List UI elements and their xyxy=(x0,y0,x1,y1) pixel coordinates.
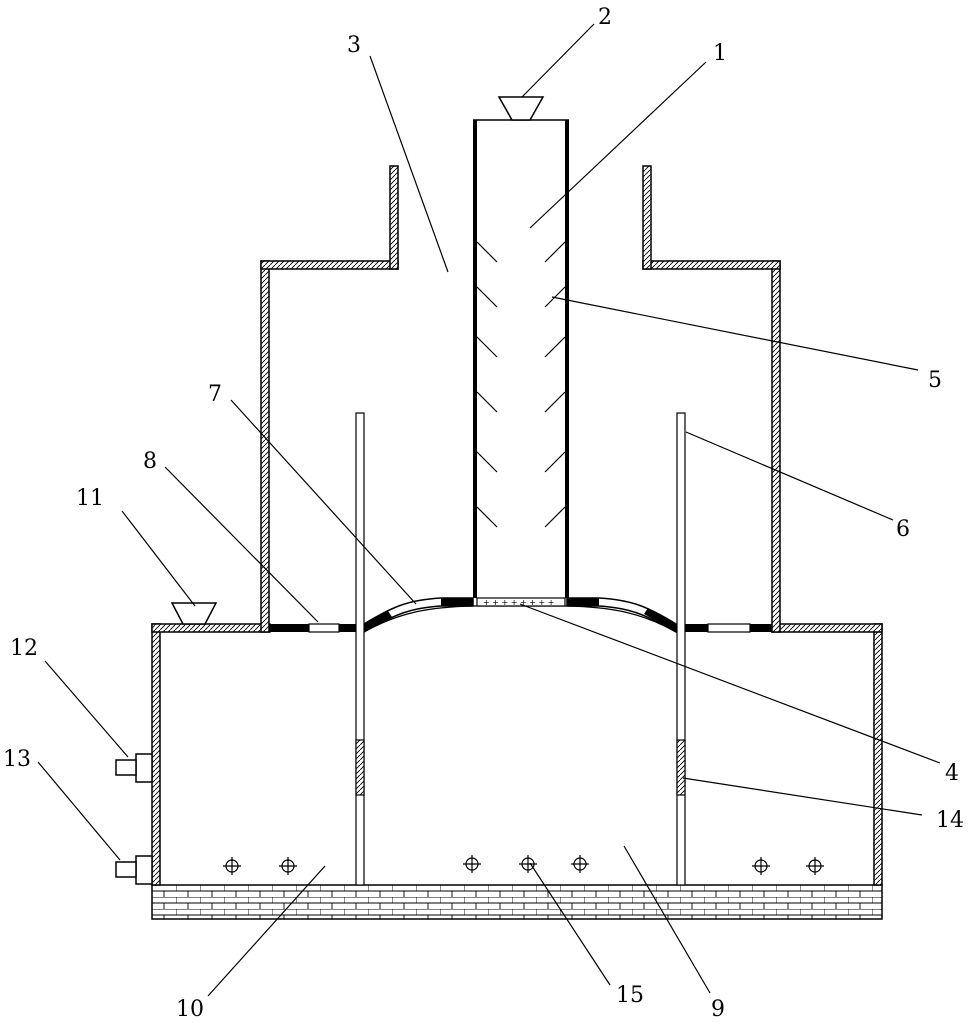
baffles xyxy=(356,413,685,885)
label-14: 14 xyxy=(936,808,964,833)
lower-chamber xyxy=(152,624,882,885)
central-tube: + + + + + + + + xyxy=(473,120,569,607)
partition-plate xyxy=(269,624,772,632)
label-1: 1 xyxy=(713,41,727,66)
side-ports xyxy=(116,754,152,884)
label-13: 13 xyxy=(3,747,31,772)
label-10: 10 xyxy=(176,997,204,1022)
upper-chamber xyxy=(261,166,780,632)
hopper-11 xyxy=(172,603,216,624)
leader-lines xyxy=(38,24,940,996)
label-2: 2 xyxy=(598,5,612,30)
label-9: 9 xyxy=(711,997,725,1022)
label-3: 3 xyxy=(347,33,361,58)
tube-fins xyxy=(477,242,565,527)
svg-text:+ + + + + + + +: + + + + + + + + xyxy=(483,598,554,607)
label-6: 6 xyxy=(896,517,910,542)
label-12: 12 xyxy=(10,636,38,661)
nozzles xyxy=(223,855,824,875)
label-8: 8 xyxy=(143,449,157,474)
label-7: 7 xyxy=(208,382,222,407)
label-4: 4 xyxy=(945,761,959,786)
brick-base xyxy=(152,885,882,919)
hopper-2 xyxy=(499,97,543,120)
label-5: 5 xyxy=(928,368,942,393)
label-11: 11 xyxy=(76,486,104,511)
label-15: 15 xyxy=(616,983,644,1008)
